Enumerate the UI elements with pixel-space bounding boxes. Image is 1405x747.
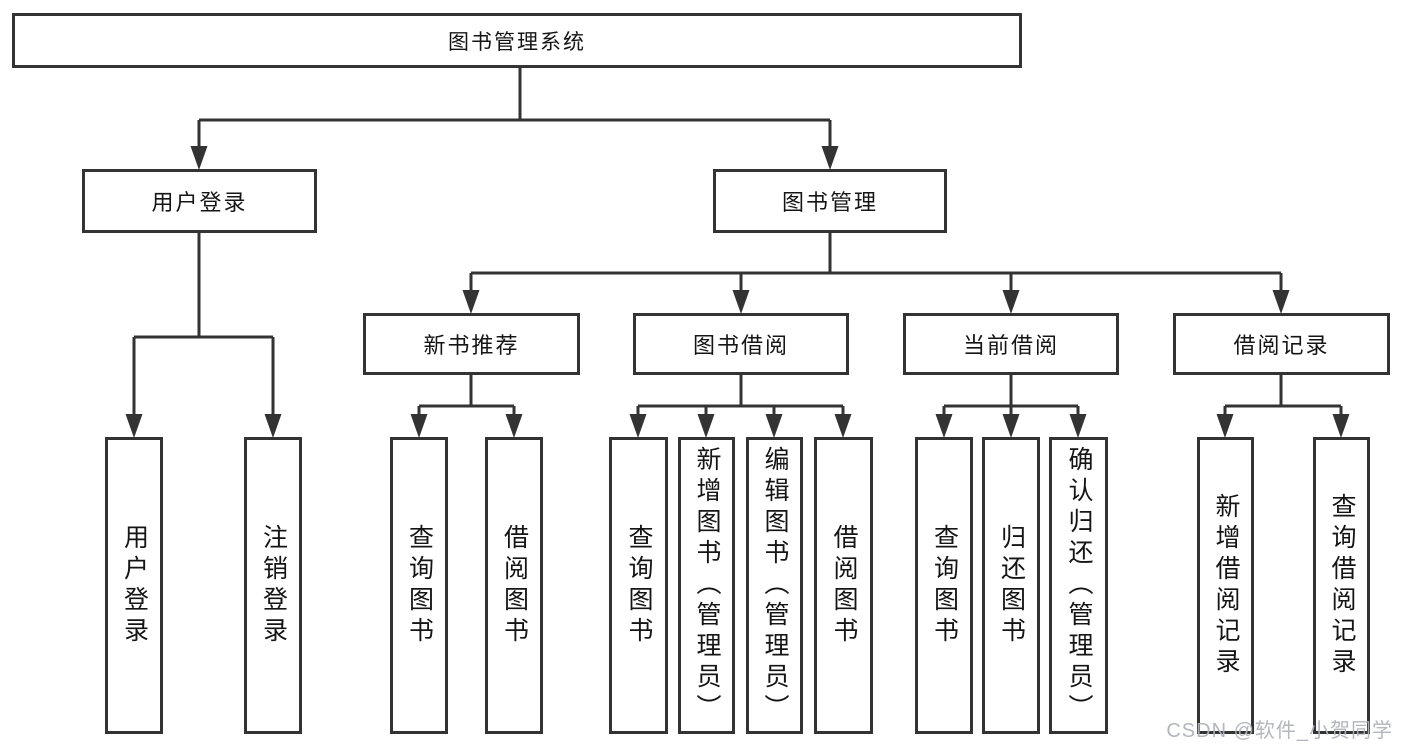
arrowhead-icon [821,146,839,170]
node-root-label: 图书管理系统 [448,30,586,54]
leaf-return-book-label: 归还图书 [997,523,1026,648]
arrowhead-icon [1002,414,1020,438]
leaf-borrow-books-recommend: 借阅图书 [485,437,543,734]
node-user-login-label: 用户登录 [151,190,248,215]
arrowhead-icon [629,414,647,438]
leaf-edit-book-admin: 编辑图书（管理员） [746,437,803,734]
arrowhead-icon [1272,290,1290,314]
leaf-query-books-recommend: 查询图书 [390,437,448,734]
arrowhead-icon [834,414,852,438]
csdn-watermark: CSDN @软件_小贺同学 [1166,720,1393,742]
leaf-query-books-borrowing-label: 查询图书 [625,523,653,648]
leaf-confirm-return-admin: 确认归还（管理员） [1049,437,1108,734]
arrowhead-icon [1332,414,1350,438]
connector-current-borrowing-to-leaves [935,375,1087,438]
leaf-query-books-current-label: 查询图书 [930,523,959,648]
leaf-add-book-admin: 新增图书（管理员） [678,437,735,734]
leaf-logout-label: 注销登录 [259,523,288,648]
leaf-add-borrow-record: 新增借阅记录 [1197,437,1254,734]
node-user-login: 用户登录 [82,169,317,233]
arrowhead-icon [462,290,480,314]
leaf-borrow-books-borrowing-label: 借阅图书 [830,523,858,648]
node-root: 图书管理系统 [12,13,1022,68]
node-current-borrowing: 当前借阅 [903,313,1119,375]
leaf-return-book: 归还图书 [982,437,1040,734]
leaf-add-book-admin-label: 新增图书（管理员） [693,446,721,725]
connector-user-login-to-leaves [125,233,282,438]
arrowhead-icon [264,414,282,438]
leaf-query-borrow-record: 查询借阅记录 [1313,437,1370,734]
arrowhead-icon [1002,290,1020,314]
node-borrowing-records: 借阅记录 [1173,313,1390,375]
arrowhead-icon [935,414,953,438]
node-book-management-label: 图书管理 [781,190,878,215]
leaf-user-login: 用户登录 [105,437,163,734]
arrowhead-icon [1216,414,1234,438]
leaf-borrow-books-borrowing: 借阅图书 [814,437,873,734]
leaf-edit-book-admin-label: 编辑图书（管理员） [761,446,789,725]
arrowhead-icon [125,414,143,438]
leaf-query-borrow-record-label: 查询借阅记录 [1328,492,1356,679]
arrowhead-icon [190,146,208,170]
connector-root-to-level2 [190,68,839,170]
leaf-add-borrow-record-label: 新增借阅记录 [1212,492,1240,679]
node-current-borrowing-label: 当前借阅 [962,333,1059,358]
node-book-borrowing: 图书借阅 [633,313,849,375]
arrowhead-icon [410,414,428,438]
leaf-confirm-return-admin-label: 确认归还（管理员） [1065,446,1093,725]
leaf-user-login-label: 用户登录 [120,523,149,648]
leaf-query-books-current: 查询图书 [915,437,973,734]
connector-book-management-to-level3 [462,233,1290,314]
arrowhead-icon [732,290,750,314]
leaf-borrow-books-recommend-label: 借阅图书 [500,523,529,648]
node-book-borrowing-label: 图书借阅 [692,333,789,358]
arrowhead-icon [505,414,523,438]
arrowhead-icon [697,414,715,438]
node-book-management: 图书管理 [713,169,947,233]
connector-book-borrowing-to-leaves [629,375,852,438]
node-borrowing-records-label: 借阅记录 [1233,333,1330,358]
node-new-book-recommend-label: 新书推荐 [423,333,520,358]
arrowhead-icon [1069,414,1087,438]
arrowhead-icon [765,414,783,438]
node-new-book-recommend: 新书推荐 [363,313,580,375]
connector-new-book-recommend-to-leaves [410,375,523,438]
connector-borrowing-records-to-leaves [1216,375,1350,438]
leaf-query-books-recommend-label: 查询图书 [405,523,434,648]
leaf-logout: 注销登录 [244,437,302,734]
leaf-query-books-borrowing: 查询图书 [609,437,668,734]
